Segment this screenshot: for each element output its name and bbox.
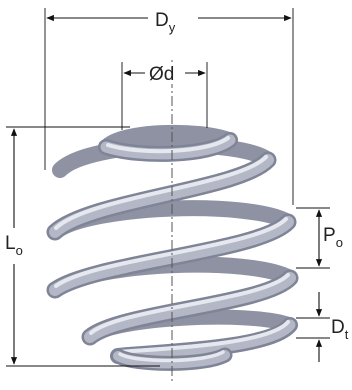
dim-pitch: Po (296, 207, 351, 269)
dim-small-end: Dt (296, 292, 349, 362)
conical-spring (46, 124, 299, 371)
label-dy: Dy (155, 10, 176, 35)
label-wire-diameter: Ød (149, 64, 174, 85)
label-lo: Lo (5, 233, 23, 258)
dim-wire-diameter: Ød (121, 62, 208, 130)
dim-free-length: Lo (2, 126, 160, 367)
dim-outer-diameter: Dy (44, 6, 294, 205)
label-dt: Dt (331, 317, 349, 342)
front-coils (46, 132, 299, 371)
label-po: Po (323, 225, 343, 250)
